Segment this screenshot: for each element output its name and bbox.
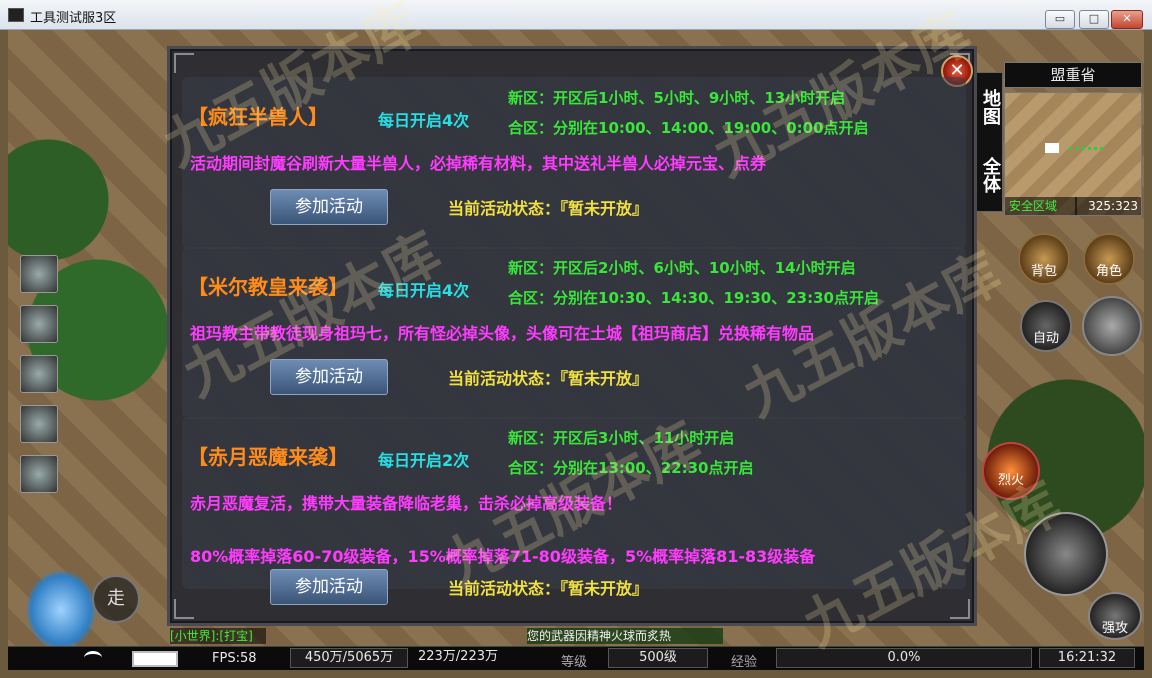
event-frequency: 每日开启4次 [378,111,470,130]
event-title: 【疯狂半兽人】 [188,105,328,129]
event-description: 活动期间封魔谷刷新大量半兽人，必掉稀有材料，其中送礼半兽人必掉元宝、点券 [190,154,767,173]
mp-readout: 223万/223万 [417,649,498,664]
region-name: 盟重省 [1004,62,1142,88]
skill-slot-2-icon[interactable] [20,305,58,343]
event-drop-rates: 80%概率掉落60-70级装备，15%概率掉落71-80级装备，5%概率掉落81… [190,547,816,566]
minimize-button[interactable]: ▭ [1045,10,1075,29]
event-status: 当前活动状态：『暂未开放』 [448,199,649,218]
event-card: 【疯狂半兽人】 每日开启4次 新区：开区后1小时、5小时、9小时、13小时开启 … [182,77,966,249]
event-new-zone-schedule: 新区：开区后2小时、6小时、10小时、14小时开启 [508,259,856,277]
event-merge-zone-schedule: 合区：分别在10:00、14:00、19:00、0:00点开启 [508,119,869,137]
water-effect [26,570,96,650]
chat-world-line: [小世界]:[打宝] [170,628,266,644]
event-new-zone-schedule: 新区：开区后3小时、11小时开启 [508,429,735,447]
full-map-tab-button[interactable]: 全体 [980,157,1001,193]
coordinates: 325:323 [1075,197,1141,215]
join-event-button[interactable]: 参加活动 [270,359,388,395]
window-title: 工具测试服3区 [30,11,117,26]
event-status: 当前活动状态：『暂未开放』 [448,369,649,388]
app-icon [8,8,24,22]
window-close-button[interactable]: ✕ [1111,10,1143,29]
strong-attack-button[interactable]: 强攻 [1088,592,1142,640]
skill-slot-5-icon[interactable] [20,455,58,493]
event-card-background [182,417,966,589]
fps-readout: FPS:58 [212,651,257,666]
walk-button[interactable]: 走 [92,575,140,623]
exp-value: 0.0% [776,648,1032,668]
panel-corner-ornament [174,53,194,73]
level-label: 等级 [561,655,588,670]
event-frequency: 每日开启4次 [378,281,470,300]
event-card: 【赤月恶魔来袭】 每日开启2次 新区：开区后3小时、11小时开启 合区：分别在1… [182,417,966,627]
window-title-bar: 工具测试服3区 ▭ □ ✕ [0,0,1152,30]
event-merge-zone-schedule: 合区：分别在13:00、22:30点开启 [508,459,754,477]
level-value: 500级 [608,648,708,668]
exp-label: 经验 [731,655,758,670]
event-card: 【米尔教皇来袭】 每日开启4次 新区：开区后2小时、6小时、10小时、14小时开… [182,247,966,419]
panel-corner-ornament [174,599,194,619]
skill-slot-3-icon[interactable] [20,355,58,393]
event-title: 【赤月恶魔来袭】 [188,445,348,469]
bag-button[interactable]: 背包 [1018,233,1070,285]
map-tab-button[interactable]: 地图 [980,89,1001,125]
event-description: 祖玛教主带教徒现身祖玛七，所有怪必掉头像，头像可在土城【祖玛商店】兑换稀有物品 [190,324,815,343]
fire-skill-button[interactable]: 烈火 [982,442,1040,500]
join-event-button[interactable]: 参加活动 [270,569,388,605]
event-frequency: 每日开启2次 [378,451,470,470]
wifi-icon [84,651,102,665]
skill-slot-4-icon[interactable] [20,405,58,443]
map-player-marker-icon [1045,143,1059,153]
event-merge-zone-schedule: 合区：分别在10:30、14:30、19:30、23:30点开启 [508,289,879,307]
hp-readout: 450万/5065万 [290,648,408,668]
event-status: 当前活动状态：『暂未开放』 [448,579,649,598]
maximize-button[interactable]: □ [1079,10,1109,29]
skill-slot-1-icon[interactable] [20,255,58,293]
event-description: 赤月恶魔复活，携带大量装备降临老巢，击杀必掉高级装备！ [190,494,623,513]
auto-button[interactable]: 自动 [1020,300,1072,352]
map-side-tabs: 地图 全体 [975,72,1003,212]
join-event-button[interactable]: 参加活动 [270,189,388,225]
status-bar: FPS:58 450万/5065万 223万/223万 等级 500级 经验 0… [8,646,1144,670]
character-button[interactable]: 角色 [1083,233,1135,285]
event-title: 【米尔教皇来袭】 [188,275,348,299]
event-panel: ✕ 【疯狂半兽人】 每日开启4次 新区：开区后1小时、5小时、9小时、13小时开… [167,46,977,626]
panel-corner-ornament [950,599,970,619]
safe-zone-label: 安全区域 [1005,197,1077,215]
chat-system-line: 您的武器因精神火球而炙热 [527,628,723,644]
left-skill-bar [20,255,58,505]
attack-sword-icon[interactable] [1024,512,1108,596]
minimap[interactable]: 安全区域 325:323 [1004,92,1142,216]
clock: 16:21:32 [1039,648,1135,668]
event-new-zone-schedule: 新区：开区后1小时、5小时、9小时、13小时开启 [508,89,846,107]
battery-icon [132,651,178,667]
map-path-icon [1069,147,1103,153]
move-joystick-icon[interactable] [1082,296,1142,356]
